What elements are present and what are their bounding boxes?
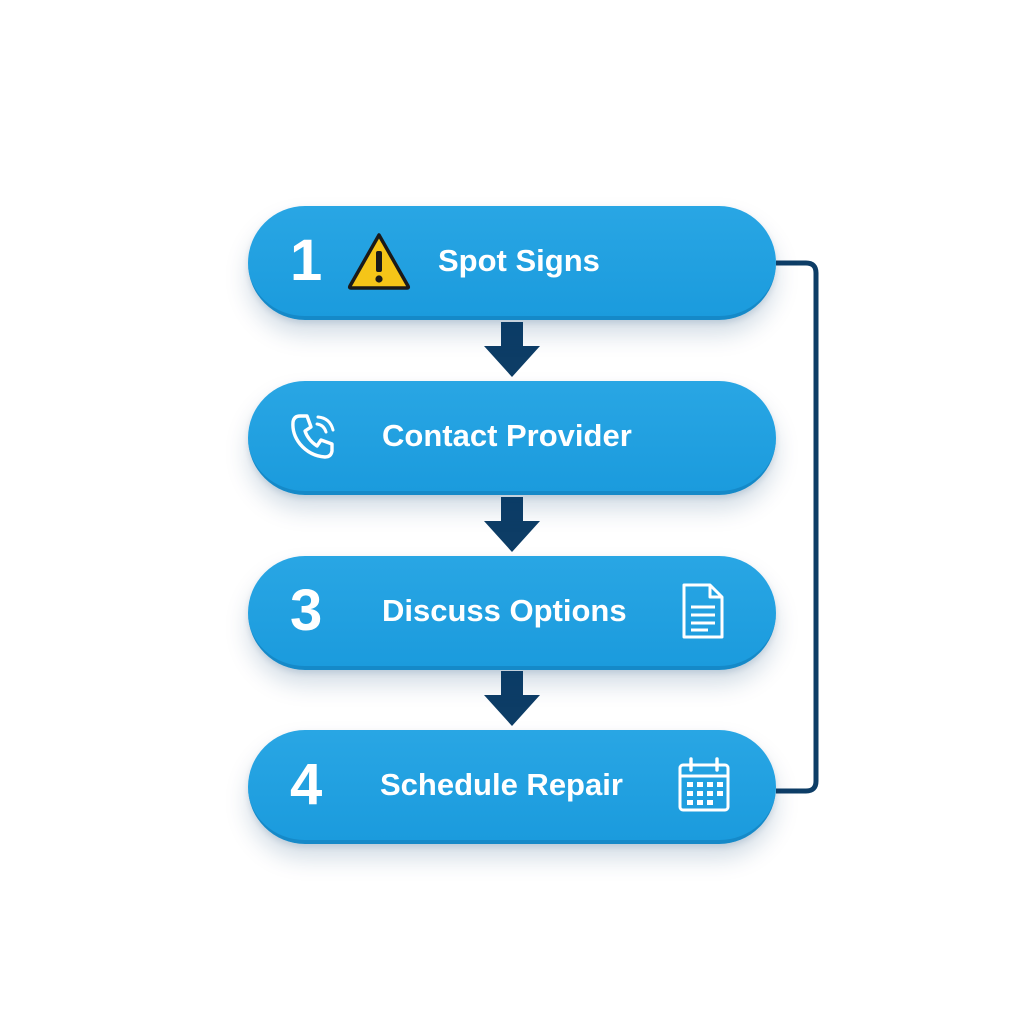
step-contact-provider: Contact Provider xyxy=(248,381,776,495)
calendar-icon xyxy=(676,756,732,814)
step-label: Contact Provider xyxy=(382,418,632,453)
step-number: 4 xyxy=(290,752,323,817)
document-icon xyxy=(678,581,728,641)
step-discuss-options: 3 Discuss Options xyxy=(248,556,776,670)
phone-icon xyxy=(286,408,342,464)
step-label: Schedule Repair xyxy=(380,767,623,802)
step-number: 3 xyxy=(290,578,323,643)
step-label: Spot Signs xyxy=(438,243,600,278)
warning-icon xyxy=(346,231,412,291)
down-arrow-1 xyxy=(484,322,540,377)
down-arrow-3 xyxy=(484,671,540,726)
step-schedule-repair: 4 Schedule Repair xyxy=(248,730,776,844)
step-number: 1 xyxy=(290,228,323,293)
step-spot-signs: 1 Spot Signs xyxy=(248,206,776,320)
down-arrow-2 xyxy=(484,497,540,552)
step-label: Discuss Options xyxy=(382,593,627,628)
loop-connector-line xyxy=(776,260,819,794)
